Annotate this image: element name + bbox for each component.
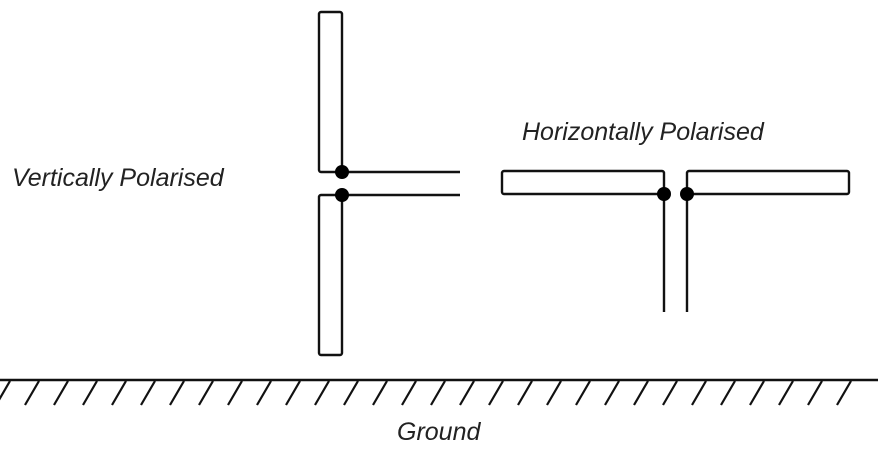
ground-hatch-mark bbox=[604, 380, 620, 406]
horizontal-dipole bbox=[500, 169, 851, 312]
horizontal-dipole-feed-point-left bbox=[657, 187, 671, 201]
ground-hatch-mark bbox=[24, 380, 40, 406]
vertically-polarised-label: Vertically Polarised bbox=[12, 164, 225, 192]
ground-plane bbox=[0, 378, 878, 406]
ground-hatch-mark bbox=[778, 380, 794, 406]
ground-hatch-mark bbox=[691, 380, 707, 406]
ground-hatch-mark bbox=[343, 380, 359, 406]
vertical-dipole bbox=[317, 10, 460, 357]
ground-hatch-mark bbox=[807, 380, 823, 406]
ground-label: Ground bbox=[397, 418, 481, 446]
ground-hatch-mark bbox=[517, 380, 533, 406]
ground-hatch-mark bbox=[749, 380, 765, 406]
ground-hatch-mark bbox=[662, 380, 678, 406]
ground-hatch-mark bbox=[53, 380, 69, 406]
ground-hatch-mark bbox=[0, 380, 11, 401]
ground-hatch-mark bbox=[488, 380, 504, 406]
vertical-dipole-lower-element bbox=[317, 193, 344, 357]
ground-hatch-mark bbox=[546, 380, 562, 406]
ground-hatch-mark bbox=[575, 380, 591, 406]
ground-hatch-mark bbox=[459, 380, 475, 406]
ground-hatch-mark bbox=[169, 380, 185, 406]
horizontal-dipole-left-element bbox=[500, 169, 666, 196]
horizontal-dipole-feed-point-right bbox=[680, 187, 694, 201]
ground-hatch-mark bbox=[372, 380, 388, 406]
ground-hatch-mark bbox=[720, 380, 736, 406]
vertical-dipole-feed-point-upper bbox=[335, 165, 349, 179]
ground-hatch-mark bbox=[111, 380, 127, 406]
horizontally-polarised-label: Horizontally Polarised bbox=[522, 118, 765, 146]
ground-hatch-mark bbox=[401, 380, 417, 406]
ground-hatch-mark bbox=[82, 380, 98, 406]
horizontal-dipole-right-element bbox=[685, 169, 851, 196]
ground-hatch-mark bbox=[430, 380, 446, 406]
vertical-dipole-feed-point-lower bbox=[335, 188, 349, 202]
ground-hatch-mark bbox=[256, 380, 272, 406]
ground-hatch-mark bbox=[314, 380, 330, 406]
ground-hatch-mark bbox=[198, 380, 214, 406]
ground-hatch-mark bbox=[836, 380, 852, 406]
ground-hatch-mark bbox=[633, 380, 649, 406]
ground-hatch-mark bbox=[285, 380, 301, 406]
ground-hatching bbox=[0, 380, 852, 406]
ground-hatch-mark bbox=[140, 380, 156, 406]
vertical-dipole-upper-element bbox=[317, 10, 344, 174]
ground-hatch-mark bbox=[227, 380, 243, 406]
